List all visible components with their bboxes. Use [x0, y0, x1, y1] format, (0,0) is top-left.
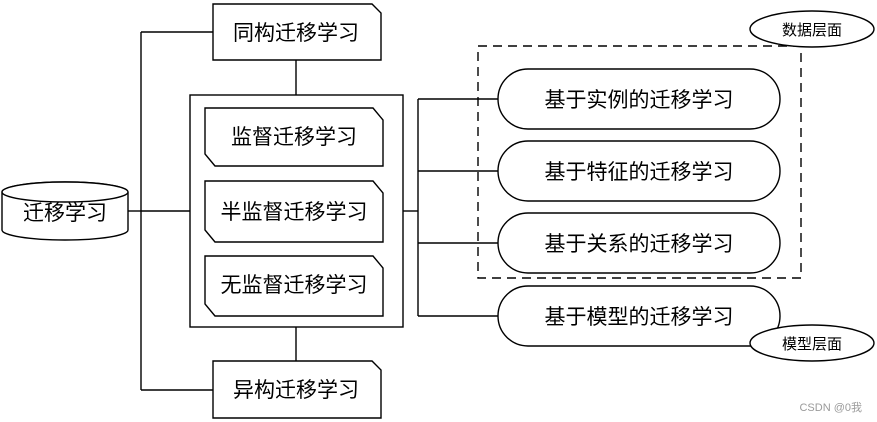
- learning-type-supervised: 监督迁移学习: [204, 107, 384, 167]
- method-label: 基于实例的迁移学习: [545, 88, 734, 112]
- watermark: CSDN @0我: [799, 401, 862, 414]
- heterogeneous-node: 异构迁移学习: [212, 360, 382, 419]
- model-level-tag: 模型层面: [749, 324, 875, 362]
- homogeneous-label: 同构迁移学习: [233, 21, 359, 45]
- data-level-boundary: [477, 45, 802, 279]
- method-model: 基于模型的迁移学习: [497, 285, 781, 347]
- root-node: 迁移学习: [1, 181, 129, 241]
- homogeneous-node: 同构迁移学习: [212, 3, 382, 61]
- data-level-label: 数据层面: [782, 21, 842, 39]
- learning-type-label: 无监督迁移学习: [221, 273, 368, 297]
- root-label: 迁移学习: [23, 201, 107, 225]
- method-label: 基于关系的迁移学习: [545, 232, 734, 256]
- learning-type-label: 半监督迁移学习: [221, 200, 368, 224]
- method-instance: 基于实例的迁移学习: [497, 68, 781, 130]
- model-level-label: 模型层面: [782, 335, 842, 353]
- method-label: 基于特征的迁移学习: [545, 160, 734, 184]
- method-feature: 基于特征的迁移学习: [497, 140, 781, 202]
- connectors: [128, 31, 498, 391]
- data-level-tag: 数据层面: [749, 10, 875, 48]
- heterogeneous-label: 异构迁移学习: [233, 378, 359, 402]
- learning-type-unsupervised: 无监督迁移学习: [204, 255, 384, 317]
- learning-type-label: 监督迁移学习: [231, 125, 357, 149]
- learning-type-semi-supervised: 半监督迁移学习: [204, 180, 384, 243]
- method-relation: 基于关系的迁移学习: [497, 212, 781, 274]
- method-label: 基于模型的迁移学习: [545, 305, 734, 329]
